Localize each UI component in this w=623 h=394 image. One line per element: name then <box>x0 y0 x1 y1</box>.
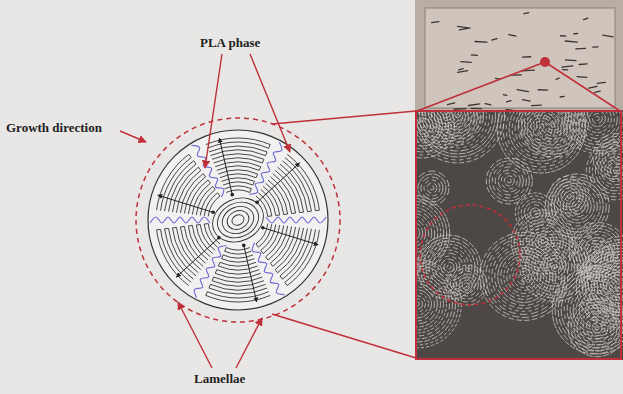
spherulite-schematic <box>136 118 340 322</box>
part-label: Growth direction <box>4 121 104 135</box>
leader-arrow <box>250 54 290 152</box>
leader-arrow <box>120 131 146 142</box>
leader-arrow <box>205 54 222 168</box>
part-label: Lamellae <box>192 372 247 386</box>
leader-arrow <box>178 302 212 368</box>
zoom-frame <box>416 111 621 359</box>
part-label: PLA phase <box>198 36 262 50</box>
micrograph-bottom <box>415 110 623 360</box>
leader-arrow <box>236 318 262 368</box>
